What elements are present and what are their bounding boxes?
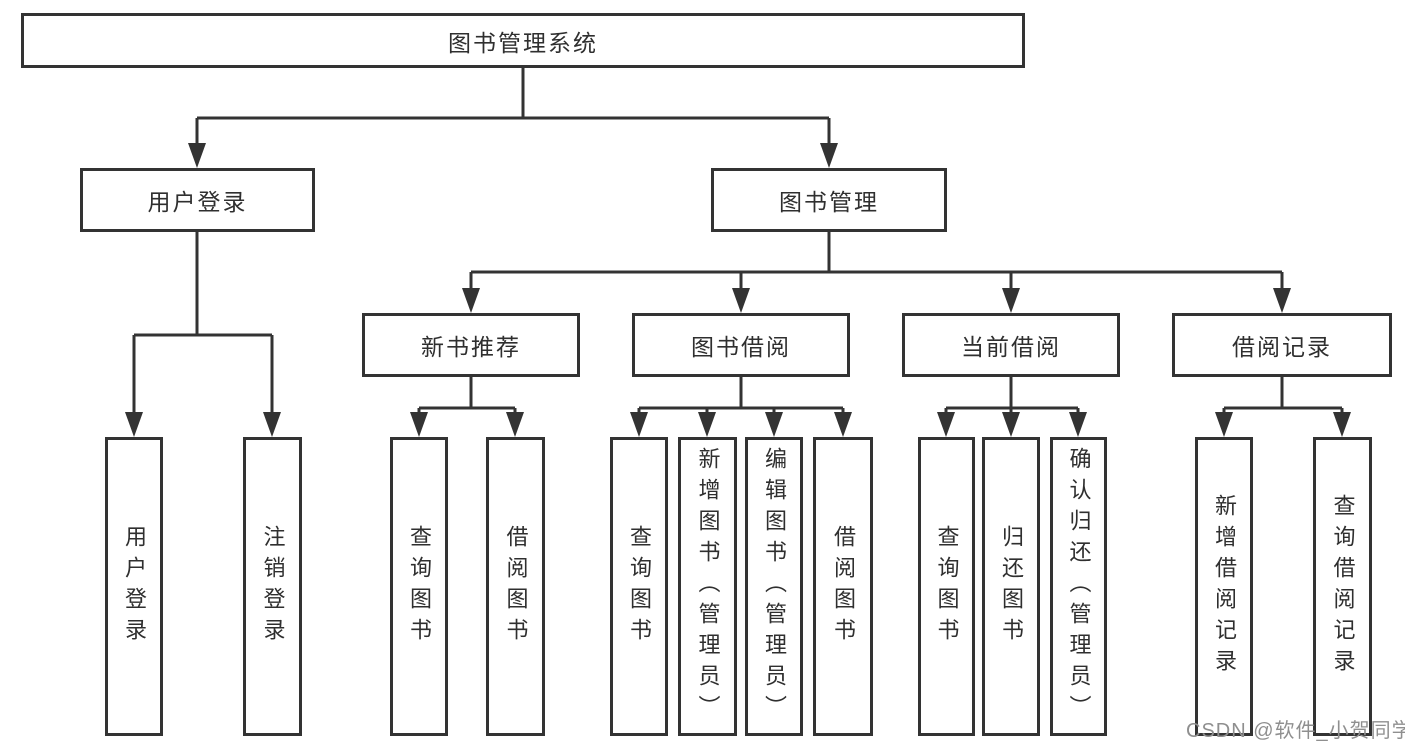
leaf-edit-books-admin: 编辑图书（管理员） (745, 437, 803, 736)
leaf-label: 注销登录 (260, 524, 286, 649)
leaf-label: 借阅图书 (503, 524, 529, 649)
node-borrow-records: 借阅记录 (1172, 313, 1392, 377)
leaf-label: 查询图书 (407, 524, 432, 649)
leaf-label: 借阅图书 (831, 524, 856, 649)
node-new-book-recommend: 新书推荐 (362, 313, 580, 377)
leaf-return-books: 归还图书 (982, 437, 1040, 736)
leaf-query-books: 查询图书 (610, 437, 668, 736)
leaf-label: 确认归还（管理员） (1066, 447, 1092, 726)
leaf-borrow-books: 借阅图书 (813, 437, 873, 736)
csdn-watermark: CSDN @软件_小贺同学 (1186, 720, 1405, 742)
leaf-label: 查询借阅记录 (1330, 493, 1356, 680)
node-library-system: 图书管理系统 (21, 13, 1025, 68)
leaf-query-books: 查询图书 (918, 437, 975, 736)
leaf-label: 用户登录 (122, 524, 147, 649)
node-current-borrow: 当前借阅 (902, 313, 1120, 377)
leaf-label: 查询图书 (934, 524, 960, 649)
node-book-borrow: 图书借阅 (632, 313, 850, 377)
leaf-confirm-return-admin: 确认归还（管理员） (1050, 437, 1107, 736)
leaf-query-borrow-record: 查询借阅记录 (1313, 437, 1372, 736)
leaf-borrow-books: 借阅图书 (486, 437, 545, 736)
leaf-user-login: 用户登录 (105, 437, 163, 736)
leaf-add-borrow-record: 新增借阅记录 (1195, 437, 1253, 736)
leaf-label: 编辑图书（管理员） (762, 447, 787, 726)
leaf-query-books: 查询图书 (390, 437, 448, 736)
node-book-management: 图书管理 (711, 168, 947, 232)
leaf-label: 新增借阅记录 (1212, 493, 1237, 680)
leaf-label: 归还图书 (999, 524, 1024, 649)
leaf-logout: 注销登录 (243, 437, 302, 736)
leaf-label: 新增图书（管理员） (695, 447, 721, 726)
leaf-add-books-admin: 新增图书（管理员） (678, 437, 737, 736)
node-user-login: 用户登录 (80, 168, 315, 232)
leaf-label: 查询图书 (627, 524, 652, 649)
